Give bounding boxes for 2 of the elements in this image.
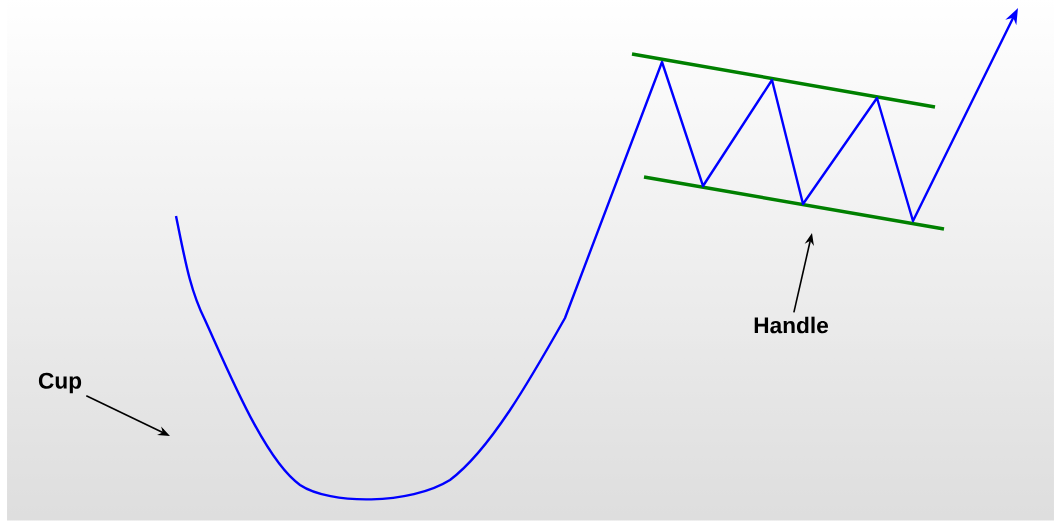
pattern-label: Cup: [38, 372, 82, 394]
pattern-label: Handle: [754, 316, 828, 334]
